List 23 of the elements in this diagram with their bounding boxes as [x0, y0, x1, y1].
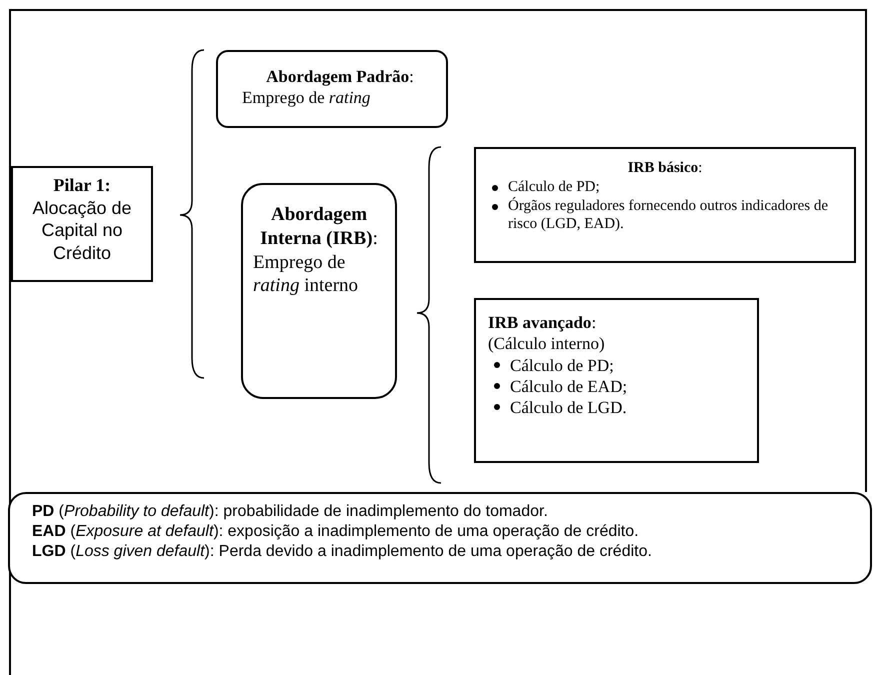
bullet-item: Cálculo de PD;: [488, 354, 745, 376]
box-heading: IRB avançado:: [488, 312, 598, 334]
method-box: [474, 298, 759, 463]
pillar-box: [11, 166, 153, 282]
approach-box: [241, 183, 397, 399]
box-heading: Abordagem Padrão:: [265, 66, 415, 88]
box-heading: Pilar 1:: [52, 174, 112, 196]
bullet-item: Órgãos reguladores fornecendo outros indicadores de risco (LGD, EAD).: [486, 196, 844, 234]
box-heading: IRB básico:: [626, 159, 704, 178]
bullet-item: Cálculo de EAD;: [488, 376, 745, 397]
definition-text: EAD (Exposure at default): exposição a inadimplemento de uma operação de crédito.: [32, 522, 640, 542]
definition-text: PD (Probability to default): probabilidade de inadimplemento do tomador.: [32, 502, 549, 522]
definitions-box: [8, 492, 872, 584]
box-text: Alocação de Capital no Crédito: [31, 196, 133, 264]
bullet-item: Cálculo de LGD.: [488, 397, 745, 418]
box-text: Emprego de rating interno: [253, 250, 360, 298]
box-heading: Abordagem Interna (IRB):: [259, 203, 379, 250]
bullet-item: Cálculo de PD;: [486, 178, 844, 196]
box-text: Emprego de rating: [242, 87, 372, 108]
definition-text: LGD (Loss given default): Perda devido a inadimplemento de uma operação de crédito.: [32, 542, 653, 562]
approach-box: [216, 50, 448, 128]
method-box: [474, 147, 856, 263]
box-text: (Cálculo interno): [488, 333, 606, 354]
